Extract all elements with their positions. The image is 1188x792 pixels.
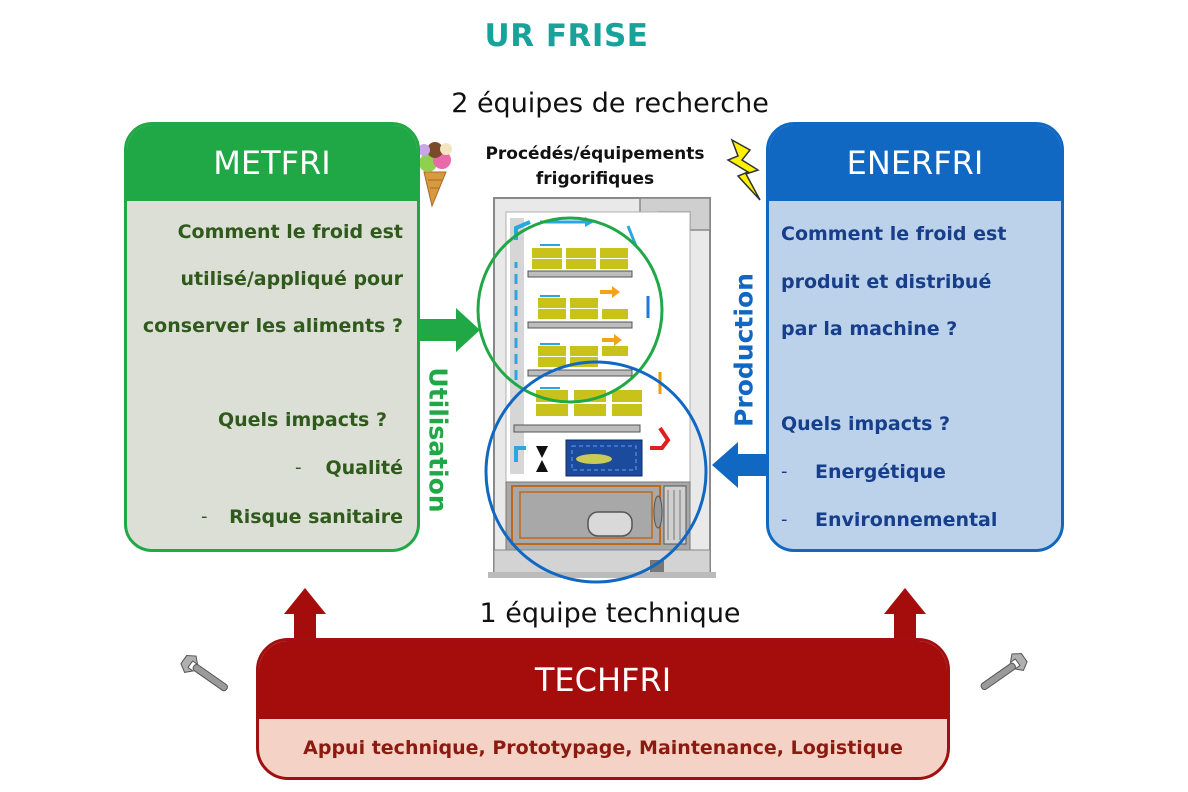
processes-line1: Procédés/équipements (485, 144, 705, 164)
metfri-bullet: - (201, 506, 208, 527)
utilisation-arrow (420, 308, 480, 352)
techfri-support-text: Appui technique, Prototypage, Maintenanc… (303, 737, 903, 759)
metfri-card: METFRI Comment le froid est utilisé/appl… (124, 122, 420, 552)
techfri-card: TECHFRI Appui technique, Prototypage, Ma… (256, 638, 950, 780)
wrench-icon (980, 653, 1028, 691)
enerfri-impacts-title: Quels impacts ? (781, 413, 951, 435)
enerfri-bullet: - (781, 509, 788, 530)
wrench-icon (180, 655, 228, 692)
techfri-body: Appui technique, Prototypage, Maintenanc… (259, 719, 947, 777)
research-teams-label: 2 équipes de recherche (451, 88, 769, 119)
metfri-bullet: - (295, 457, 302, 478)
enerfri-question-line: Comment le froid est (781, 223, 1007, 245)
metfri-question-line: utilisé/appliqué pour (180, 268, 403, 290)
machine-zone-circle (484, 360, 708, 584)
techfri-header: TECHFRI (259, 641, 947, 719)
utilisation-label: Utilisation (423, 367, 453, 513)
technical-team-label: 1 équipe technique (479, 598, 741, 629)
metfri-question-line: Comment le froid est (177, 221, 403, 243)
production-label: Production (729, 273, 759, 427)
enerfri-question-line: produit et distribué (781, 271, 992, 293)
lightning-icon (726, 138, 761, 201)
enerfri-body: Comment le froid est produit et distribu… (769, 201, 1061, 549)
enerfri-card: ENERFRI Comment le froid est produit et … (766, 122, 1064, 552)
enerfri-impact-item: Environnemental (815, 509, 998, 531)
enerfri-impact-item: Energétique (815, 461, 946, 483)
techfri-arrow-right (884, 588, 926, 640)
processes-line2: frigorifiques (535, 169, 655, 189)
techfri-arrow-left (284, 588, 326, 640)
enerfri-question-line: par la machine ? (781, 318, 958, 340)
processes-label: Procédés/équipements frigorifiques (470, 142, 720, 192)
page-title: UR FRISE (484, 18, 649, 54)
metfri-header: METFRI (127, 125, 417, 201)
metfri-impact-item: Qualité (325, 457, 404, 479)
metfri-impact-item: Risque sanitaire (229, 506, 403, 528)
metfri-impacts-title: Quels impacts ? (217, 409, 387, 431)
usage-zone-circle (476, 216, 664, 404)
metfri-question-line: conserver les aliments ? (142, 315, 403, 337)
enerfri-bullet: - (781, 461, 788, 482)
enerfri-header: ENERFRI (769, 125, 1061, 201)
production-arrow (712, 442, 768, 488)
metfri-body: Comment le froid est utilisé/appliqué po… (127, 201, 417, 549)
refrigerated-display-cabinet (488, 197, 716, 578)
ice-cream-icon (418, 142, 452, 208)
